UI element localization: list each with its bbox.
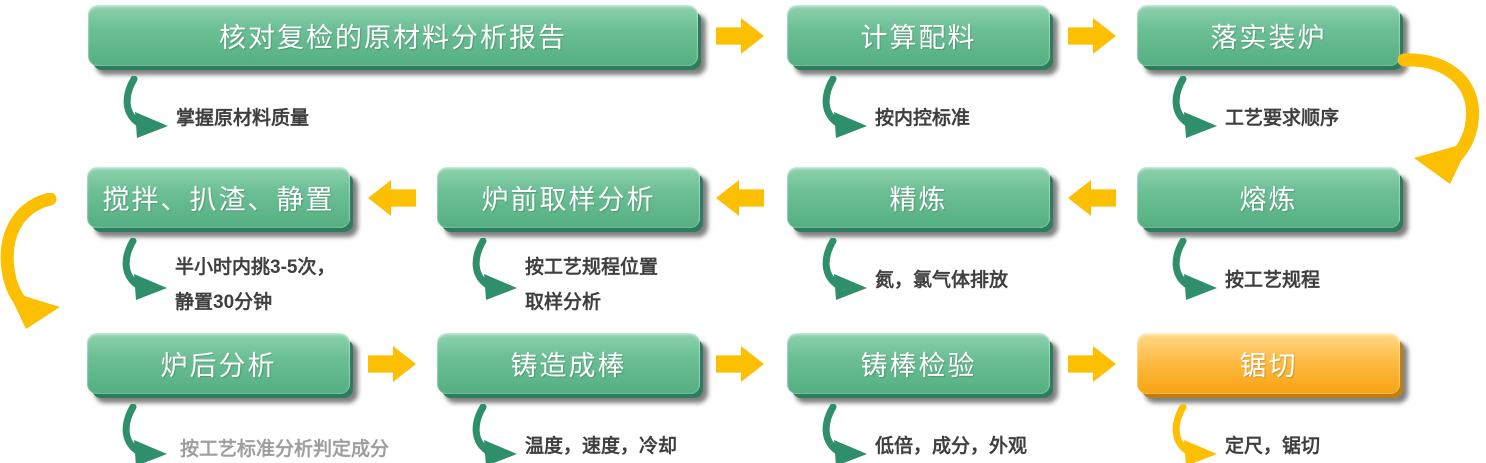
- note-swoosh-arrow-yellow-icon: [1172, 404, 1217, 463]
- step-calculate-burden: 计算配料: [787, 5, 1050, 66]
- step-label: 熔炼: [1239, 185, 1298, 215]
- note-swoosh-arrow-icon: [123, 76, 168, 138]
- step-label: 搅拌、扒渣、静置: [102, 185, 335, 215]
- step-note: 按内控标准: [875, 108, 971, 129]
- step-post-furnace-analysis: 炉后分析: [87, 333, 350, 394]
- flow-arrow-right-icon: [368, 346, 416, 382]
- step-label: 核对复检的原材料分析报告: [219, 23, 567, 53]
- step-stir-skim-settle: 搅拌、扒渣、静置: [87, 167, 350, 228]
- step-pre-furnace-sampling: 炉前取样分析: [437, 167, 700, 228]
- note-swoosh-arrow-icon: [122, 238, 167, 300]
- step-label: 炉前取样分析: [481, 185, 656, 215]
- step-label: 炉后分析: [160, 351, 277, 381]
- flow-arrow-right-icon: [716, 18, 764, 54]
- step-label: 铸造成棒: [510, 351, 627, 381]
- note-swoosh-arrow-icon: [822, 238, 867, 300]
- note-swoosh-arrow-icon: [122, 404, 167, 463]
- note-swoosh-arrow-icon: [472, 238, 517, 300]
- step-label: 铸棒检验: [860, 351, 977, 381]
- step-note: 掌握原材料质量: [176, 108, 310, 129]
- row-wrap-arrow-right-icon: [1398, 53, 1479, 184]
- step-note: 温度，速度，冷却: [525, 436, 678, 457]
- step-refining: 精炼: [787, 167, 1050, 228]
- step-rod-inspection: 铸棒检验: [787, 333, 1050, 394]
- flow-arrow-right-icon: [1068, 18, 1116, 54]
- step-label: 锯切: [1239, 351, 1298, 381]
- step-sawing: 锯切: [1137, 333, 1400, 394]
- step-note: 按工艺标准分析判定成分: [180, 439, 390, 460]
- flow-arrow-right-icon: [1068, 346, 1116, 382]
- step-melting: 熔炼: [1137, 167, 1400, 228]
- step-note: 低倍，成分，外观: [875, 436, 1028, 457]
- step-note: 按工艺规程: [1225, 270, 1321, 291]
- step-check-report: 核对复检的原材料分析报告: [88, 5, 698, 66]
- flow-arrow-left-icon: [368, 180, 416, 216]
- note-swoosh-arrow-icon: [1172, 238, 1217, 300]
- note-swoosh-arrow-icon: [472, 404, 517, 463]
- note-swoosh-arrow-icon: [822, 76, 867, 138]
- note-swoosh-arrow-icon: [1172, 76, 1217, 138]
- step-label: 计算配料: [860, 23, 977, 53]
- step-note: 氮，氯气体排放: [875, 270, 1009, 291]
- note-swoosh-arrow-icon: [822, 404, 867, 463]
- flow-arrow-left-icon: [716, 180, 764, 216]
- flow-arrow-right-icon: [716, 346, 764, 382]
- step-note: 半小时内挑3-5次， 静置30分钟: [175, 257, 336, 313]
- step-label: 精炼: [889, 185, 948, 215]
- row-wrap-arrow-left-icon: [0, 193, 60, 329]
- step-note: 工艺要求顺序: [1225, 108, 1340, 129]
- flow-arrow-left-icon: [1068, 180, 1116, 216]
- step-charge-furnace: 落实装炉: [1137, 5, 1400, 66]
- step-label: 落实装炉: [1210, 23, 1327, 53]
- step-note: 按工艺规程位置 取样分析: [525, 257, 659, 313]
- step-note: 定尺，锯切: [1225, 436, 1321, 457]
- step-cast-rod: 铸造成棒: [437, 333, 700, 394]
